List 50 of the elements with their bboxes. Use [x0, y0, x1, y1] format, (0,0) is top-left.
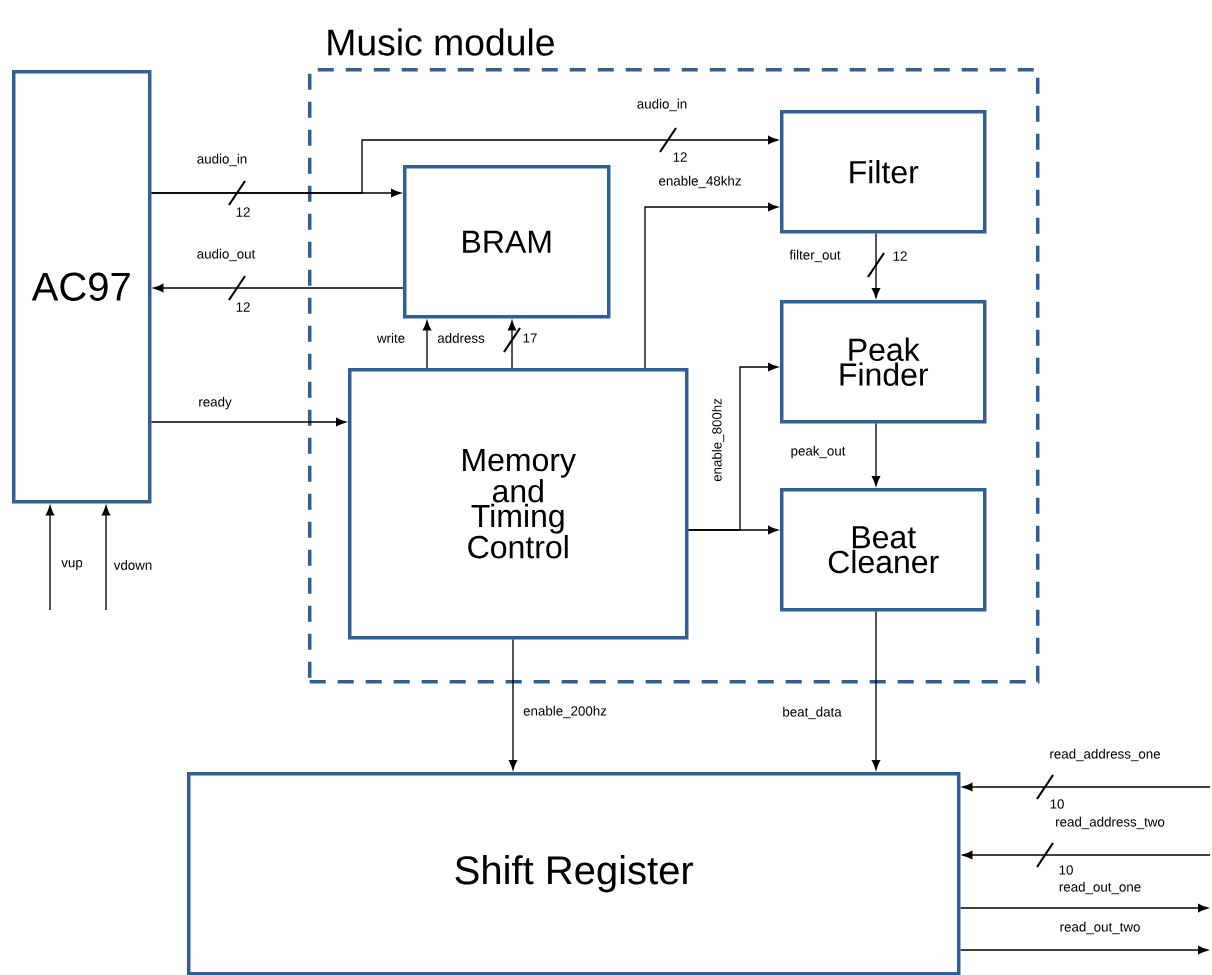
node-label: Music module — [328, 28, 554, 56]
bus-width: 12 — [673, 152, 687, 162]
signal-label: audio_out — [195, 247, 257, 263]
signal-label: ready — [197, 395, 233, 411]
arrow — [962, 782, 1211, 792]
signal-label: read_address_two — [1053, 815, 1167, 831]
bus-width: 12 — [236, 302, 250, 312]
block-box: Shift Register — [187, 772, 961, 975]
arrow — [959, 945, 1209, 955]
bus-width: 17 — [523, 333, 537, 343]
signal-label: filter_out — [788, 248, 842, 264]
signal-label: audio_in — [195, 152, 249, 168]
bus-width: 10 — [1050, 799, 1064, 809]
arrow — [959, 903, 1209, 913]
arrow — [962, 850, 1211, 860]
arrow — [101, 505, 111, 611]
signal-label: audio_in — [635, 97, 689, 113]
arrow — [508, 638, 518, 771]
signal-label: vup — [59, 558, 85, 572]
signal-label: beat_data — [781, 705, 843, 721]
arrow — [507, 320, 517, 369]
bus-width: 12 — [236, 207, 250, 217]
block-box: Peak Finder — [780, 300, 987, 424]
arrow — [150, 135, 778, 194]
arrow — [45, 505, 55, 611]
block-box: AC97 — [12, 70, 152, 504]
block-box: Beat Cleaner — [780, 488, 987, 612]
block-box: Filter — [780, 110, 987, 234]
arrow — [150, 417, 346, 427]
signal-label: address — [435, 331, 487, 345]
arrow — [687, 525, 778, 535]
signal-label: read_address_one — [1048, 747, 1162, 763]
bus-width: 10 — [1059, 865, 1073, 875]
arrow — [422, 320, 432, 369]
block-box: Memory and Timing Control — [348, 368, 689, 640]
arrow — [153, 283, 404, 293]
bus-width: 12 — [893, 251, 907, 261]
signal-label: enable_800hz — [710, 396, 726, 484]
signal-label: enable_200hz — [521, 704, 609, 720]
arrow — [871, 232, 881, 298]
signal-label: read_out_two — [1058, 920, 1142, 936]
signal-label: enable_48khz — [657, 174, 743, 190]
signal-label: vdown — [112, 558, 154, 572]
signal-label: read_out_one — [1057, 880, 1143, 896]
block-box: BRAM — [403, 165, 611, 319]
signal-label: write — [375, 331, 407, 345]
arrow — [871, 422, 881, 486]
arrow — [871, 610, 881, 771]
signal-label: peak_out — [789, 444, 847, 460]
arrow — [644, 202, 778, 369]
